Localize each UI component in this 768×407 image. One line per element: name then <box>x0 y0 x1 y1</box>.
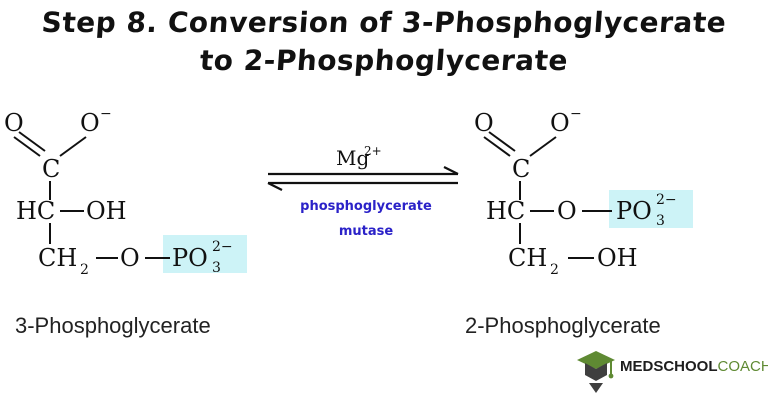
reactant-o-double: O <box>4 109 24 137</box>
reactant-po: PO <box>172 244 208 272</box>
product-carboxylate-charge: − <box>570 106 582 122</box>
reactant-po-charge: 2− <box>212 239 233 255</box>
cofactor-label: Mg <box>336 146 369 170</box>
logo-text-medschool: MEDSCHOOL <box>620 358 718 375</box>
equilibrium-arrows <box>267 166 459 191</box>
product-hc: HC <box>486 197 525 225</box>
product-ch-subscript: 2 <box>550 262 559 278</box>
product-bond-c-o-minus <box>529 136 557 157</box>
forward-arrow-head <box>443 166 459 175</box>
cofactor-charge: 2+ <box>364 144 382 158</box>
enzyme-name-line-2: mutase <box>339 224 394 239</box>
product-o-link: O <box>557 197 577 225</box>
reverse-arrow-head <box>267 182 283 191</box>
product-name: 2-Phosphoglycerate <box>465 313 661 338</box>
product-c1: C <box>512 155 530 183</box>
reactant-bond-c-o-double-a <box>13 136 41 157</box>
reactant-name: 3-Phosphoglycerate <box>15 313 211 338</box>
graduation-cap-icon <box>577 351 615 393</box>
reactant-ch: CH <box>38 244 77 272</box>
reactant-ch-subscript: 2 <box>80 262 89 278</box>
reactant-o-minus: O <box>80 109 100 137</box>
reactant-phosphate-highlight <box>163 235 247 273</box>
product-ch: CH <box>508 244 547 272</box>
reactant-oh: OH <box>86 197 127 225</box>
product-oh: OH <box>597 244 638 272</box>
reactant-structure: O O − C HC OH CH 2 O PO 3 2− <box>4 106 247 278</box>
product-o-double: O <box>474 109 494 137</box>
product-bond-c-o-double-b <box>488 131 516 152</box>
product-po-charge: 2− <box>656 192 677 208</box>
product-po: PO <box>616 197 652 225</box>
logo-text-coach: COACH <box>717 358 768 375</box>
reactant-bond-c-o-minus <box>59 136 87 157</box>
reactant-carboxylate-charge: − <box>100 106 112 122</box>
reactant-hc: HC <box>16 197 55 225</box>
reactant-po-subscript: 3 <box>212 260 221 276</box>
logo-wordmark: MEDSCHOOLCOACH <box>620 358 768 375</box>
reactant-bond-c-o-double-b <box>18 131 46 152</box>
reactant-c1: C <box>42 155 60 183</box>
product-structure: O O − C HC O PO 3 2− CH 2 OH <box>474 106 693 278</box>
product-po-subscript: 3 <box>656 213 665 229</box>
medschoolcoach-logo: MEDSCHOOLCOACH <box>574 345 768 395</box>
reactant-o-link: O <box>120 244 140 272</box>
product-phosphate-highlight <box>609 190 693 228</box>
product-o-minus: O <box>550 109 570 137</box>
enzyme-name-line-1: phosphoglycerate <box>300 199 432 214</box>
product-bond-c-o-double-a <box>483 136 511 157</box>
